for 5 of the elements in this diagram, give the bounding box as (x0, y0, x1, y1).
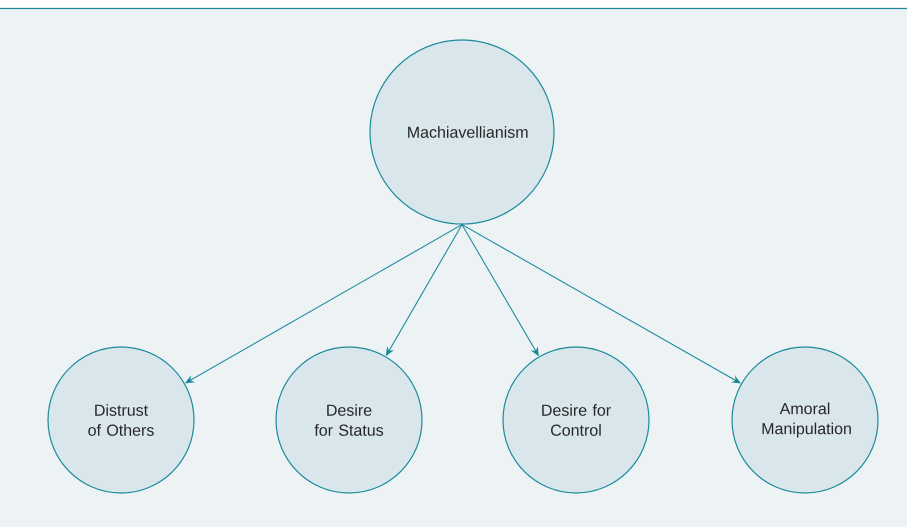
circle-node: Desire for Control (502, 346, 650, 494)
circle-node: Amoral Manipulation (731, 346, 879, 494)
circle-node: Machiavellianism (369, 39, 555, 225)
circle-node: Desire for Status (275, 346, 423, 494)
circle-node: Distrust of Others (47, 346, 195, 494)
